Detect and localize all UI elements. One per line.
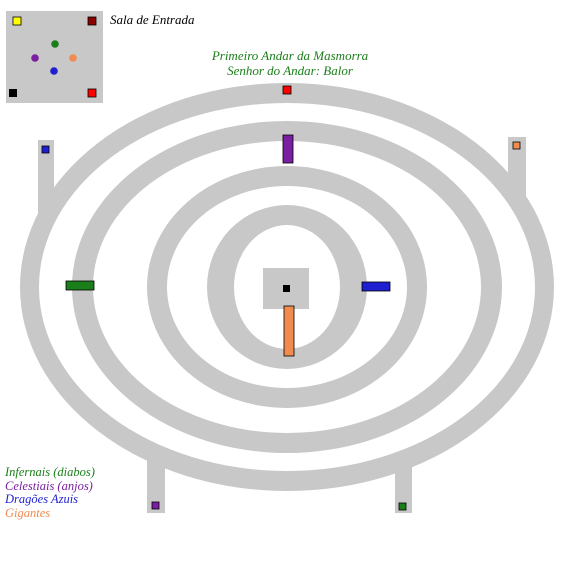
gate-orange[interactable] <box>283 305 295 357</box>
entrance-marker-yellow <box>12 16 22 26</box>
map-title: Primeiro Andar da Masmorra <box>211 48 369 63</box>
gate-green[interactable] <box>65 280 95 291</box>
legend-item-infernais: Infernais (diabos) <box>5 465 95 479</box>
entrance-dot-blue <box>50 67 58 75</box>
legend: Infernais (diabos) Celestiais (anjos) Dr… <box>5 465 95 520</box>
gate-blue[interactable] <box>361 281 391 292</box>
legend-item-dragoes: Dragões Azuis <box>5 492 79 507</box>
marker-red-top <box>282 85 292 95</box>
entrance-room[interactable] <box>6 11 103 103</box>
entrance-marker-black <box>9 89 17 97</box>
gate-purple[interactable] <box>282 134 294 164</box>
entrance-dot-orange <box>69 54 77 62</box>
entrance-dot-purple <box>31 54 39 62</box>
map-subtitle: Senhor do Andar: Balor <box>227 63 353 78</box>
entrance-room-label: Sala de Entrada <box>110 12 195 27</box>
entrance-dot-green <box>51 40 59 48</box>
central-marker <box>283 285 290 292</box>
entrance-marker-darkred <box>87 16 97 26</box>
marker-purple-sw <box>151 501 160 510</box>
marker-orange-ne <box>512 141 521 150</box>
legend-item-celestiais: Celestiais (anjos) <box>5 478 93 493</box>
marker-blue-nw <box>41 145 50 154</box>
legend-item-gigantes: Gigantes <box>5 505 51 520</box>
marker-green-se <box>398 502 407 511</box>
entrance-marker-red <box>87 88 97 98</box>
